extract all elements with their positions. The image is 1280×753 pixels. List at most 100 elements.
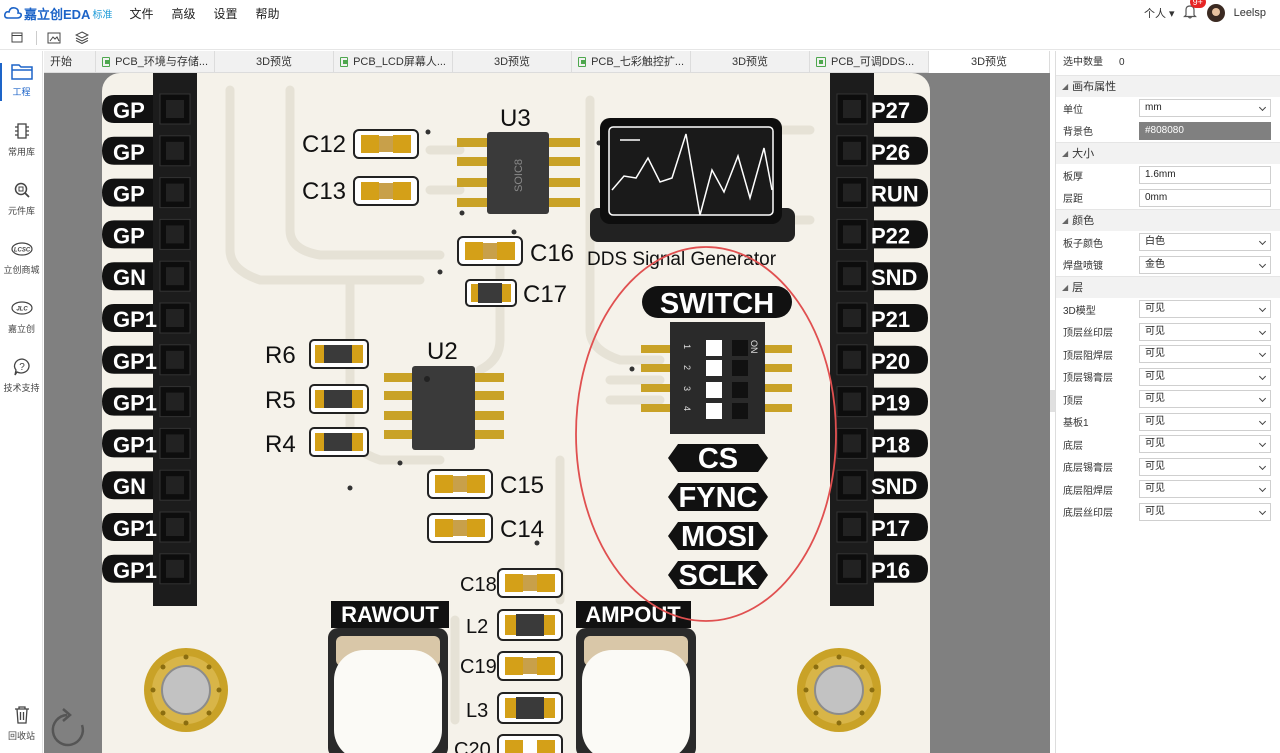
selected-count-value: 0 bbox=[1119, 57, 1125, 68]
property-select[interactable]: 可见 bbox=[1139, 412, 1271, 431]
layers-button[interactable] bbox=[71, 27, 93, 49]
property-select[interactable]: mm bbox=[1139, 99, 1271, 118]
signal-label: MOSI bbox=[681, 521, 755, 553]
property-select[interactable]: 可见 bbox=[1139, 480, 1271, 499]
header-pin-hole bbox=[843, 518, 861, 536]
property-select[interactable]: 可见 bbox=[1139, 435, 1271, 454]
property-label: 底层锡膏层 bbox=[1063, 463, 1113, 475]
bell-icon bbox=[1182, 5, 1197, 19]
sidebar-item-support[interactable]: ? 技术支持 bbox=[0, 353, 43, 405]
panel-collapse-handle[interactable] bbox=[1050, 390, 1055, 412]
property-label: 单位 bbox=[1063, 104, 1083, 116]
tab-pcb-dds[interactable]: PCB_可调DDS... bbox=[810, 51, 929, 73]
pin-label-bg bbox=[102, 429, 153, 458]
sidebar-item-common-lib[interactable]: 常用库 bbox=[0, 117, 43, 169]
sidebar-item-trash[interactable]: 回收站 bbox=[0, 701, 43, 753]
right-pin-label: P27 bbox=[871, 98, 910, 123]
tab-start[interactable]: 开始 bbox=[44, 51, 96, 73]
jlc-icon: JLC bbox=[10, 301, 33, 315]
property-select[interactable]: 可见 bbox=[1139, 390, 1271, 409]
pcb-icon bbox=[340, 57, 349, 67]
avatar[interactable] bbox=[1206, 4, 1225, 22]
sidebar-item-label: 立创商城 bbox=[3, 265, 40, 275]
pin-label-bg bbox=[102, 471, 153, 500]
c12-capacitor bbox=[353, 129, 419, 159]
menu-advanced[interactable]: 高级 bbox=[171, 6, 196, 21]
pin-label-bg bbox=[102, 220, 153, 249]
property-select[interactable]: 可见 bbox=[1139, 367, 1271, 386]
notification-button[interactable]: 9+ bbox=[1182, 0, 1206, 22]
sidebar-item-label: 回收站 bbox=[7, 731, 35, 741]
pin-label-bg bbox=[874, 220, 928, 249]
property-input[interactable]: 1.6mm bbox=[1139, 166, 1271, 185]
top-menu-bar: 嘉立创EDA 标准 文件 高级 设置 帮助 个人 ▾ 9+ Leelsp bbox=[0, 0, 1280, 26]
reset-view-icon[interactable] bbox=[51, 708, 85, 747]
tab-pcb-lcd[interactable]: PCB_LCD屏幕人... bbox=[334, 51, 453, 73]
menu-settings[interactable]: 设置 bbox=[213, 6, 238, 21]
l2-inductor bbox=[497, 609, 563, 641]
property-select[interactable]: 金色 bbox=[1139, 255, 1271, 274]
property-row: 焊盘喷镀金色 bbox=[1056, 254, 1280, 277]
folder-icon bbox=[10, 64, 33, 80]
section-title: 颜色 bbox=[1072, 214, 1095, 227]
c18-label: C18 bbox=[460, 574, 497, 596]
property-select[interactable]: 可见 bbox=[1139, 457, 1271, 476]
header-pin bbox=[836, 344, 868, 376]
property-row: 顶层锡膏层可见 bbox=[1056, 366, 1280, 389]
ampout-label: AMPOUT bbox=[585, 602, 681, 627]
tab-label: 开始 bbox=[50, 56, 72, 68]
tab-pcb-touch[interactable]: PCB_七彩触控扩... bbox=[572, 51, 691, 73]
left-pin-label: GN bbox=[113, 474, 146, 499]
sidebar-item-project[interactable]: 工程 bbox=[0, 57, 43, 109]
tab-3d-3[interactable]: 3D预览 bbox=[691, 51, 810, 73]
property-section-header[interactable]: ◢颜色 bbox=[1056, 209, 1280, 231]
selected-count-label: 选中数量 bbox=[1063, 57, 1103, 68]
tab-3d-2[interactable]: 3D预览 bbox=[453, 51, 572, 73]
sidebar-item-lcsc[interactable]: LCSC 立创商城 bbox=[0, 235, 43, 287]
property-section-header[interactable]: ◢层 bbox=[1056, 276, 1280, 298]
tab-3d-active[interactable]: 3D预览 bbox=[929, 51, 1050, 73]
property-section-header[interactable]: ◢画布属性 bbox=[1056, 75, 1280, 97]
open-project-button[interactable] bbox=[6, 27, 28, 49]
pcb-icon bbox=[578, 57, 587, 67]
c12-label: C12 bbox=[302, 131, 346, 158]
right-pin-label: P17 bbox=[871, 516, 910, 541]
image-export-button[interactable] bbox=[43, 27, 65, 49]
property-select[interactable]: 白色 bbox=[1139, 233, 1271, 252]
tab-label: PCB_环境与存储... bbox=[115, 56, 208, 68]
header-pin-hole bbox=[843, 559, 861, 578]
property-select[interactable]: 可见 bbox=[1139, 300, 1271, 319]
sidebar-item-component-lib[interactable]: 元件库 bbox=[0, 176, 43, 228]
menu-help[interactable]: 帮助 bbox=[255, 6, 280, 21]
username[interactable]: Leelsp bbox=[1233, 7, 1266, 19]
sidebar-item-jlc[interactable]: JLC 嘉立创 bbox=[0, 294, 43, 346]
color-picker[interactable]: #808080 bbox=[1139, 121, 1271, 140]
property-select[interactable]: 可见 bbox=[1139, 345, 1271, 364]
right-pin-label: P18 bbox=[871, 432, 910, 457]
tab-3d-1[interactable]: 3D预览 bbox=[215, 51, 334, 73]
app-logo[interactable]: 嘉立创EDA 标准 bbox=[4, 4, 112, 23]
tab-pcb-env[interactable]: PCB_环境与存储... bbox=[96, 51, 215, 73]
u3-package-label: SOIC8 bbox=[513, 159, 525, 192]
property-row: 背景色#808080 bbox=[1056, 120, 1280, 143]
selected-count-row: 选中数量 0 bbox=[1056, 51, 1280, 75]
property-input[interactable]: 0mm bbox=[1139, 188, 1271, 207]
personal-menu[interactable]: 个人 ▾ bbox=[1144, 8, 1175, 20]
signal-label-bg bbox=[668, 561, 768, 589]
right-pin-label: SND bbox=[871, 265, 917, 290]
property-section-header[interactable]: ◢大小 bbox=[1056, 142, 1280, 164]
right-pin-label: RUN bbox=[871, 182, 919, 207]
c14-capacitor bbox=[427, 513, 493, 543]
personal-menu-label: 个人 bbox=[1144, 8, 1166, 20]
menu-file[interactable]: 文件 bbox=[129, 6, 154, 21]
signal-label: FYNC bbox=[679, 482, 758, 514]
r4-resistor bbox=[309, 427, 369, 457]
property-select[interactable]: 可见 bbox=[1139, 322, 1271, 341]
pcb-icon bbox=[102, 57, 111, 67]
property-label: 顶层 bbox=[1063, 395, 1083, 407]
property-select[interactable]: 可见 bbox=[1139, 502, 1271, 521]
